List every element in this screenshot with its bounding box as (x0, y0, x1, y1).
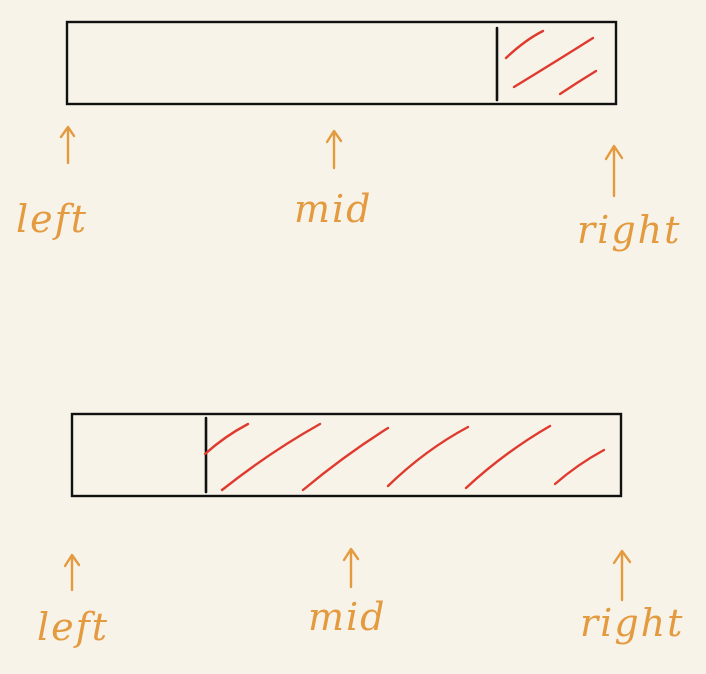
mid-label: mid (308, 595, 387, 639)
left-label: left (37, 605, 109, 649)
left-label: left (16, 197, 88, 241)
mid-pointer-arrow-icon (342, 547, 360, 589)
right-label: right (577, 208, 681, 252)
left-pointer-arrow-icon (59, 125, 76, 165)
hatch-stroke (512, 36, 595, 89)
hatch-stroke (558, 69, 598, 96)
hatch-stroke (504, 29, 545, 60)
right-label: right (580, 601, 684, 645)
hatched-region-top (504, 29, 598, 96)
right-pointer-arrow-icon (604, 144, 624, 198)
mid-pointer-arrow-icon (325, 129, 343, 170)
hatch-stroke (464, 424, 552, 490)
array-box-top (65, 20, 618, 106)
hatch-stroke (553, 448, 606, 486)
left-pointer-arrow-icon (63, 553, 81, 592)
hatch-stroke (386, 425, 470, 488)
right-pointer-arrow-icon (612, 549, 632, 602)
hatch-stroke (301, 426, 390, 492)
hatched-region-bottom (203, 422, 606, 492)
mid-label: mid (294, 187, 373, 231)
hatch-stroke (220, 422, 322, 492)
diagram-top: left mid right (16, 20, 681, 252)
array-box-bottom (70, 412, 623, 498)
hatch-stroke (203, 422, 250, 456)
diagram-bottom: left mid right (37, 412, 684, 649)
